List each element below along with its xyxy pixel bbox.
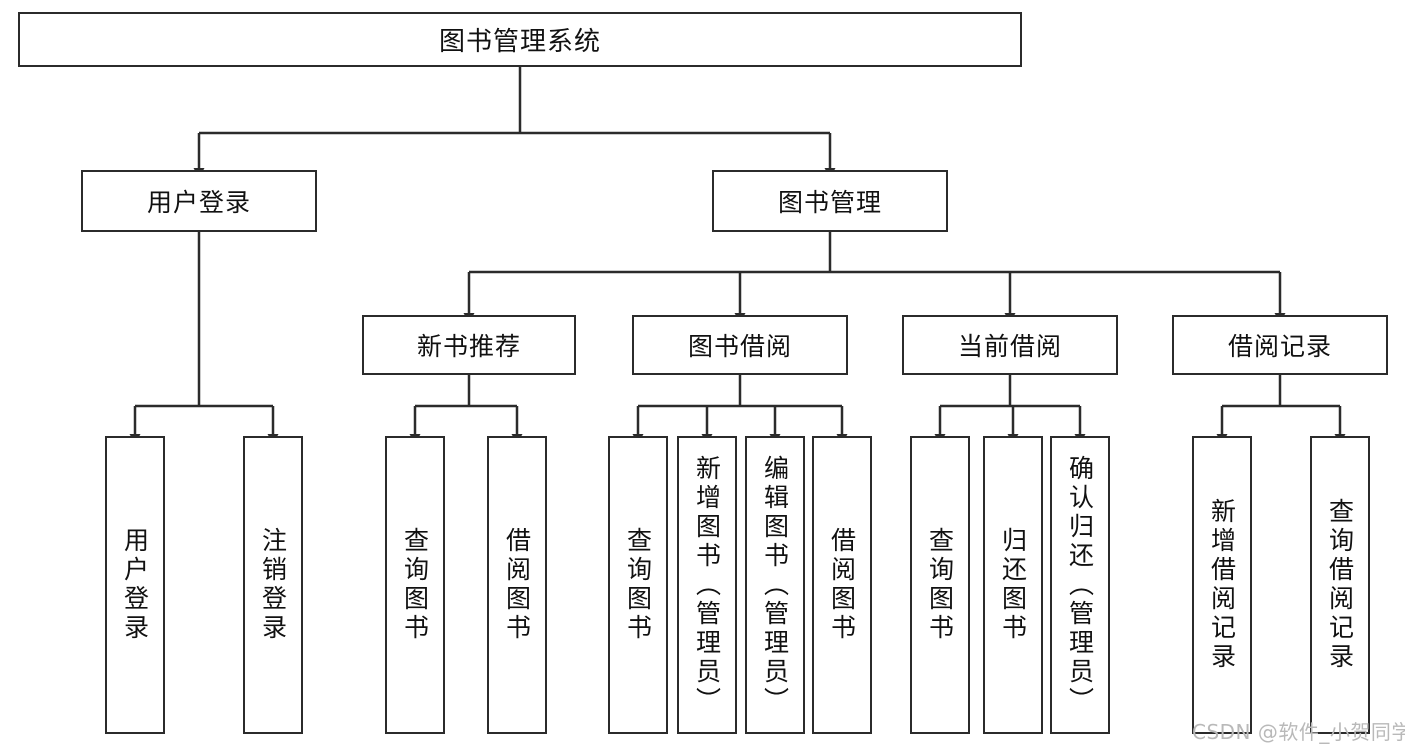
- node-label: 确认归还（管理员）: [1065, 454, 1095, 716]
- node-label: 查询图书: [623, 527, 653, 643]
- csdn-watermark: CSDN @软件_小贺同学: [1192, 720, 1405, 744]
- node-label: 借阅图书: [827, 527, 857, 643]
- node-label: 图书借阅: [687, 332, 792, 361]
- leaf-node-4[interactable]: 借阅图书: [487, 436, 547, 734]
- node-label: 当前借阅: [957, 332, 1062, 361]
- level2-node-1[interactable]: 新书推荐: [362, 315, 576, 375]
- node-label: 查询图书: [925, 527, 955, 643]
- node-label: 图书管理: [777, 188, 882, 217]
- node-label: 注销登录: [258, 527, 288, 643]
- root-node-book-management-system[interactable]: 图书管理系统: [18, 12, 1022, 67]
- level1-node-2[interactable]: 图书管理: [712, 170, 948, 232]
- level2-node-2[interactable]: 图书借阅: [632, 315, 848, 375]
- leaf-node-6[interactable]: 新增图书（管理员）: [677, 436, 737, 734]
- level2-node-4[interactable]: 借阅记录: [1172, 315, 1388, 375]
- node-label: 用户登录: [146, 188, 251, 217]
- node-label: 归还图书: [998, 527, 1028, 643]
- leaf-node-7[interactable]: 编辑图书（管理员）: [745, 436, 805, 734]
- leaf-node-12[interactable]: 新增借阅记录: [1192, 436, 1252, 734]
- level1-node-1[interactable]: 用户登录: [81, 170, 317, 232]
- leaf-node-13[interactable]: 查询借阅记录: [1310, 436, 1370, 734]
- node-label: 编辑图书（管理员）: [760, 454, 790, 716]
- leaf-node-11[interactable]: 确认归还（管理员）: [1050, 436, 1110, 734]
- node-label: 新增图书（管理员）: [692, 454, 722, 716]
- node-label: 图书管理系统: [438, 27, 601, 57]
- leaf-node-3[interactable]: 查询图书: [385, 436, 445, 734]
- leaf-node-9[interactable]: 查询图书: [910, 436, 970, 734]
- node-label: 用户登录: [120, 527, 150, 643]
- leaf-node-8[interactable]: 借阅图书: [812, 436, 872, 734]
- leaf-node-5[interactable]: 查询图书: [608, 436, 668, 734]
- node-label: 借阅图书: [502, 527, 532, 643]
- leaf-node-1[interactable]: 用户登录: [105, 436, 165, 734]
- node-label: 查询借阅记录: [1325, 498, 1355, 672]
- node-label: 新书推荐: [416, 332, 521, 361]
- level2-node-3[interactable]: 当前借阅: [902, 315, 1118, 375]
- node-label: 新增借阅记录: [1207, 498, 1237, 672]
- node-label: 借阅记录: [1227, 332, 1332, 361]
- node-label: 查询图书: [400, 527, 430, 643]
- leaf-node-10[interactable]: 归还图书: [983, 436, 1043, 734]
- leaf-node-2[interactable]: 注销登录: [243, 436, 303, 734]
